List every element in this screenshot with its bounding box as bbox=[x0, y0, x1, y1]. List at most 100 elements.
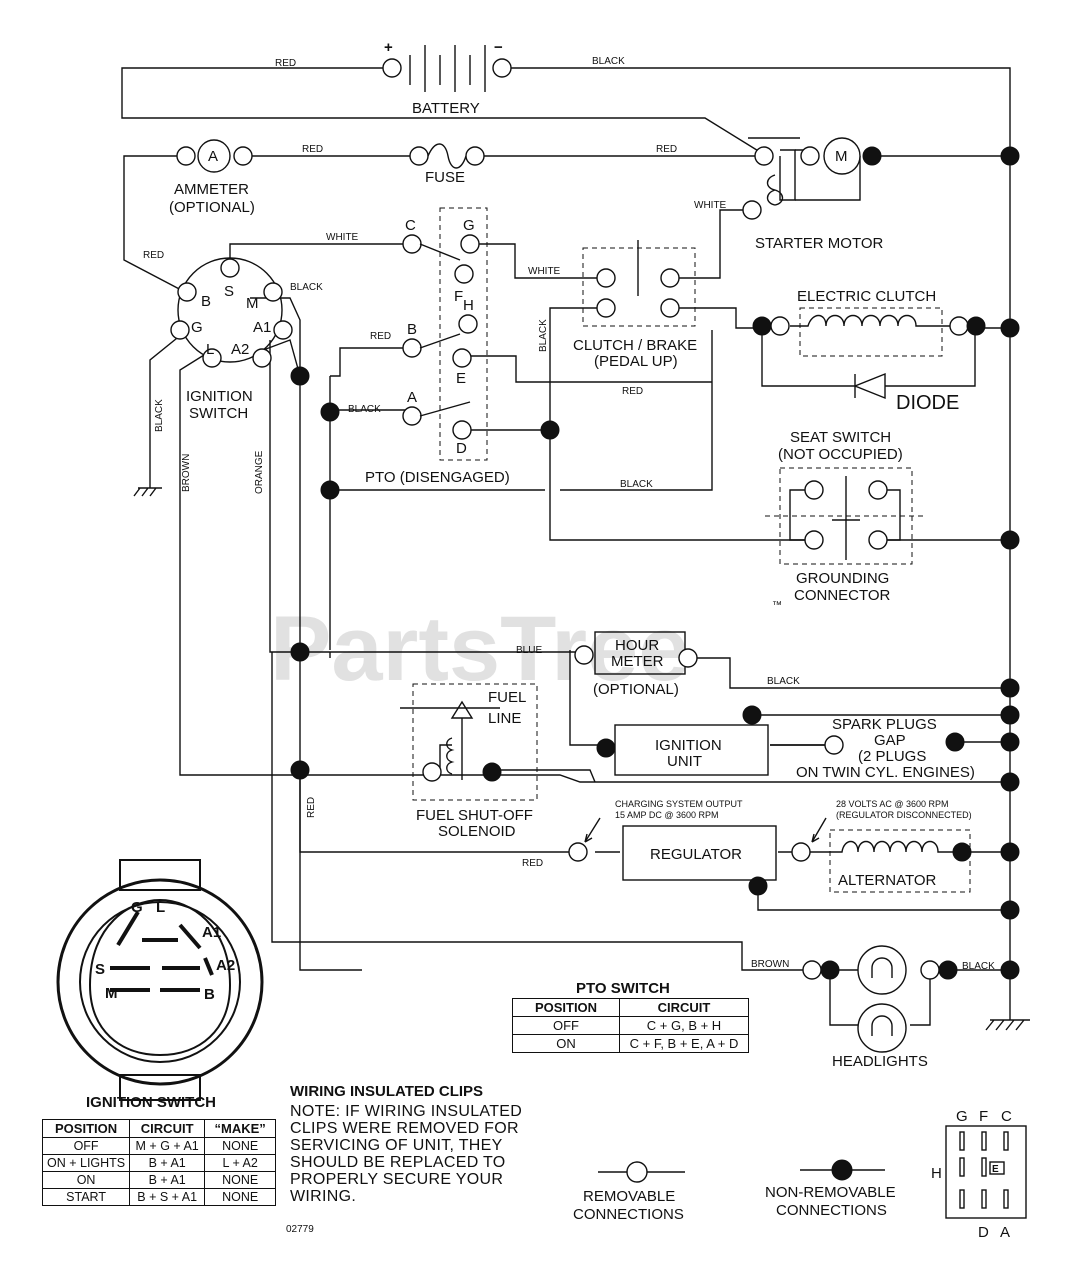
fuel-solenoid-label: FUEL SHUT-OFF bbox=[416, 807, 533, 824]
hour-meter-label: HOUR bbox=[615, 637, 659, 654]
hour-meter: HOUR METER (OPTIONAL) bbox=[574, 631, 698, 698]
battery-neg-terminal bbox=[492, 58, 512, 78]
wire-brown-1: BROWN bbox=[751, 959, 789, 970]
fuse-label: FUSE bbox=[425, 169, 465, 186]
spark-plugs: SPARK PLUGS GAP (2 PLUGS ON TWIN CYL. EN… bbox=[796, 716, 975, 781]
wire-black-6: BLACK bbox=[962, 961, 995, 972]
wire-black-3: BLACK bbox=[348, 404, 381, 415]
conn-label-d: D bbox=[978, 1224, 989, 1241]
ign-table-cell: M + G + A1 bbox=[129, 1137, 206, 1155]
charging-output-rating: 15 AMP DC @ 3600 RPM bbox=[615, 810, 719, 820]
wire-red-3: RED bbox=[656, 144, 677, 155]
pto-switch-table: POSITION CIRCUIT OFF C + G, B + H ON C +… bbox=[512, 998, 749, 1053]
ign-terminal-s: S bbox=[224, 283, 234, 300]
pto-terminal-h: H bbox=[463, 297, 474, 314]
ign-table-title: IGNITION SWITCH bbox=[86, 1094, 216, 1111]
fuel-shutoff-solenoid: FUEL LINE FUEL SHUT-OFF SOLENOID bbox=[400, 683, 538, 840]
fuel-line-label-2: LINE bbox=[488, 710, 521, 727]
grounding-connector-label: CONNECTOR bbox=[794, 587, 891, 604]
charging-output-label: CHARGING SYSTEM OUTPUT bbox=[615, 799, 743, 809]
note-line: SHOULD BE REPLACED TO bbox=[290, 1154, 506, 1171]
fuel-line-label: FUEL bbox=[488, 689, 526, 706]
ign-table-cell: NONE bbox=[204, 1171, 277, 1189]
note-line: NOTE: IF WIRING INSULATED bbox=[290, 1103, 523, 1120]
wire-red-v: RED bbox=[306, 797, 317, 818]
conn-label-g: G bbox=[956, 1108, 968, 1125]
pto-table-header-circuit: CIRCUIT bbox=[619, 998, 749, 1017]
wire-black-4: BLACK bbox=[620, 479, 653, 490]
ignition-switch-table: POSITION CIRCUIT “MAKE” OFF M + G + A1 N… bbox=[41, 1119, 277, 1206]
legend-removable-label-2: CONNECTIONS bbox=[573, 1206, 684, 1223]
wire-red-7: RED bbox=[522, 858, 543, 869]
note-title: WIRING INSULATED CLIPS bbox=[290, 1083, 484, 1100]
face-terminal-a1: A1 bbox=[202, 924, 221, 941]
ign-table-header-position: POSITION bbox=[41, 1119, 131, 1138]
face-terminal-b: B bbox=[204, 986, 215, 1003]
electric-clutch-label: ELECTRIC CLUTCH bbox=[797, 288, 936, 305]
face-terminal-m: M bbox=[105, 985, 118, 1002]
face-terminal-l: L bbox=[156, 899, 165, 916]
wire-blue: BLUE bbox=[516, 645, 542, 656]
spark-plugs-note: ON TWIN CYL. ENGINES) bbox=[796, 764, 975, 781]
ammeter: A AMMETER (OPTIONAL) bbox=[169, 139, 255, 216]
pto-table-row-on-position: ON bbox=[512, 1034, 620, 1053]
wire-red-2: RED bbox=[302, 144, 323, 155]
battery-neg-sign: − bbox=[494, 39, 503, 56]
hour-meter-label-2: METER bbox=[611, 653, 664, 670]
seat-switch-label: SEAT SWITCH bbox=[790, 429, 891, 446]
legend-nonremovable-label-2: CONNECTIONS bbox=[776, 1202, 887, 1219]
regulator-label: REGULATOR bbox=[650, 846, 742, 863]
ignition-switch-label-2: SWITCH bbox=[189, 405, 248, 422]
conn-label-c: C bbox=[1001, 1108, 1012, 1125]
battery: + − BATTERY bbox=[382, 39, 512, 117]
wire-red-5: RED bbox=[370, 331, 391, 342]
wire-black-v1: BLACK bbox=[538, 319, 549, 352]
clutch-brake-switch: CLUTCH / BRAKE (PEDAL UP) bbox=[573, 240, 697, 370]
pto-terminal-b: B bbox=[407, 321, 417, 338]
seat-switch: SEAT SWITCH (NOT OCCUPIED) GROUNDING CON… bbox=[765, 429, 925, 604]
ign-terminal-m: M bbox=[246, 295, 259, 312]
diagram-code: 02779 bbox=[286, 1224, 314, 1235]
note-line: SERVICING OF UNIT, THEY bbox=[290, 1137, 503, 1154]
pto-table-header-position: POSITION bbox=[512, 998, 620, 1017]
legend-nonremovable-label: NON-REMOVABLE bbox=[765, 1184, 896, 1201]
pto-terminal-e: E bbox=[456, 370, 466, 387]
ignition-switch: B S M G L A2 A1 IGNITION SWITCH bbox=[170, 257, 293, 422]
pto-connector-diagram: G F C H E D A bbox=[931, 1108, 1027, 1241]
legend: REMOVABLE CONNECTIONS NON-REMOVABLE CONN… bbox=[573, 1159, 896, 1223]
fuel-solenoid-label-2: SOLENOID bbox=[438, 823, 516, 840]
ignition-switch-label: IGNITION bbox=[186, 388, 253, 405]
ignition-switch-face-diagram: G L A1 A2 S M B bbox=[56, 859, 264, 1101]
battery-pos-sign: + bbox=[384, 39, 393, 56]
pto-disengaged-label: PTO (DISENGAGED) bbox=[365, 469, 510, 486]
seat-switch-status: (NOT OCCUPIED) bbox=[778, 446, 903, 463]
wire-white-1: WHITE bbox=[326, 232, 359, 243]
legend-removable-symbol bbox=[626, 1161, 648, 1183]
conn-label-e: E bbox=[992, 1164, 999, 1175]
conn-label-h: H bbox=[931, 1165, 942, 1182]
legend-removable-label: REMOVABLE bbox=[583, 1188, 675, 1205]
ign-table-cell: B + A1 bbox=[129, 1171, 206, 1189]
ign-table-header-circuit: CIRCUIT bbox=[129, 1119, 206, 1138]
ign-terminal-a1: A1 bbox=[253, 319, 271, 336]
alternator-label: ALTERNATOR bbox=[838, 872, 937, 889]
conn-label-a: A bbox=[1000, 1224, 1010, 1241]
ign-table-cell: OFF bbox=[41, 1137, 131, 1155]
wires bbox=[121, 67, 1030, 1031]
ign-table-cell: B + S + A1 bbox=[129, 1188, 206, 1206]
pto-terminal-c: C bbox=[405, 217, 416, 234]
hour-meter-optional: (OPTIONAL) bbox=[593, 681, 679, 698]
motor-symbol: M bbox=[835, 148, 848, 165]
wire-white-2: WHITE bbox=[528, 266, 561, 277]
pto-terminal-a: A bbox=[407, 389, 417, 406]
pto-table-title: PTO SWITCH bbox=[576, 980, 670, 997]
face-terminal-a2: A2 bbox=[216, 957, 235, 974]
clutch-brake-label: CLUTCH / BRAKE bbox=[573, 337, 697, 354]
wire-orange-v: ORANGE bbox=[254, 450, 265, 494]
ign-table-cell: ON bbox=[41, 1171, 131, 1189]
conn-label-f: F bbox=[979, 1108, 988, 1125]
watermark: PartsTree bbox=[270, 598, 689, 700]
grounding-label: GROUNDING bbox=[796, 570, 889, 587]
battery-label: BATTERY bbox=[412, 100, 480, 117]
